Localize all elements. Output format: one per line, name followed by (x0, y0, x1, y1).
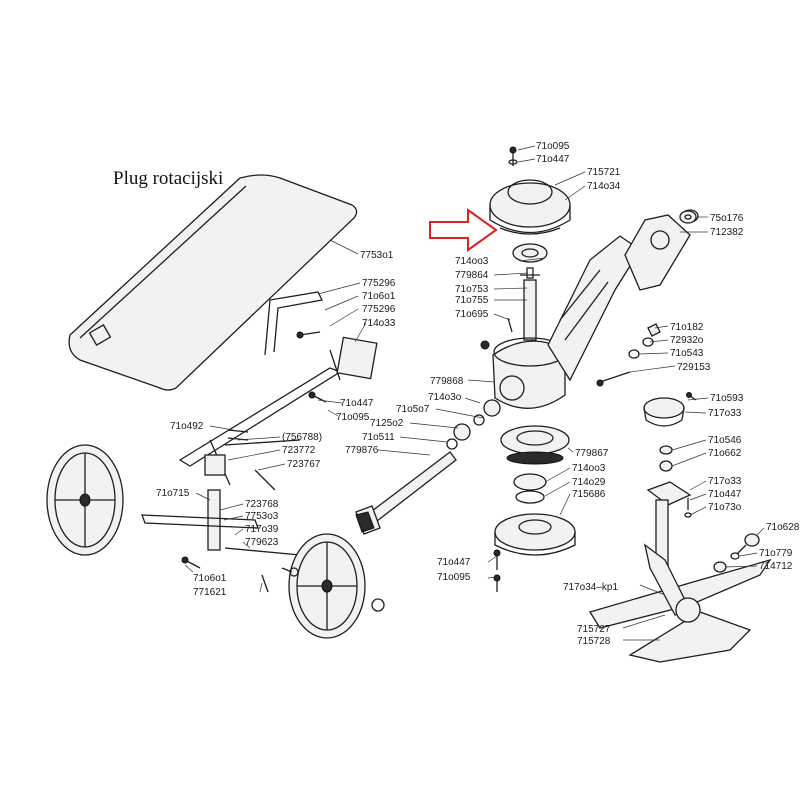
label-729153: 729153 (677, 362, 711, 373)
label-71o715: 71o715 (156, 488, 190, 499)
label-71o755: 71o755 (455, 295, 489, 306)
label-779867: 779867 (575, 448, 609, 459)
label-71o73o: 71o73o (708, 502, 742, 513)
label-712382: 712382 (710, 227, 744, 238)
frame-bars (178, 291, 378, 486)
label-717o39: 717o39 (245, 524, 279, 535)
label-715727: 715727 (577, 624, 611, 635)
label-714712: 714712 (759, 561, 793, 572)
label-723768: 723768 (245, 499, 279, 510)
support-stand (141, 454, 301, 556)
main-frame-arm (547, 209, 699, 382)
label-71o779: 71o779 (759, 548, 793, 559)
right-wheel (288, 533, 385, 639)
blade-assembly (588, 543, 772, 663)
label-779864: 779864 (455, 270, 489, 281)
highlight-arrow (429, 208, 498, 252)
small-parts-right (596, 323, 661, 387)
label-714oo3-a: 714oo3 (455, 256, 489, 267)
bottom-bolts-center (493, 549, 501, 592)
label-71o546: 71o546 (708, 435, 742, 446)
bearing-housing-717o33 (643, 392, 697, 427)
label-775296-a: 775296 (362, 278, 396, 289)
label-71o593: 71o593 (710, 393, 744, 404)
label-7753o1: 7753o1 (360, 250, 394, 261)
label-71o662: 71o662 (708, 448, 742, 459)
label-715728: 715728 (577, 636, 611, 647)
label-71o095-c: 71o095 (437, 572, 471, 583)
label-7753o3: 7753o3 (245, 511, 279, 522)
washer-75o176 (679, 210, 697, 224)
gear-and-bearings-center (494, 425, 576, 556)
label-75o176: 75o176 (710, 213, 744, 224)
small-bolts-left (181, 331, 327, 593)
bolt-71o628 (713, 533, 760, 573)
gearbox-housing (480, 337, 567, 409)
label-71o447-d: 71o447 (437, 557, 471, 568)
label-71o447-a: 71o447 (536, 154, 570, 165)
leader-lines (184, 145, 765, 641)
bearing-housing-top (489, 146, 571, 235)
label-71o492: 71o492 (170, 421, 204, 432)
label-71o447-c: 71o447 (708, 489, 742, 500)
label-717o33-a: 717o33 (708, 408, 742, 419)
label-71o6o1-a: 71o6o1 (362, 291, 396, 302)
label-714o3o: 714o3o (428, 392, 462, 403)
label-71o182: 71o182 (670, 322, 704, 333)
label-71o095-a: 71o095 (536, 141, 570, 152)
label-723772: 723772 (282, 445, 316, 456)
left-wheel (46, 444, 124, 556)
label-71o628: 71o628 (766, 522, 800, 533)
bearing-714oo3-top (512, 243, 548, 263)
label-71o695: 71o695 (455, 309, 489, 320)
diagram-title: Plug rotacijski (113, 168, 223, 189)
label-771621: 771621 (193, 587, 227, 598)
label-714oo3-b: 714oo3 (572, 463, 606, 474)
pto-shaft (355, 451, 457, 535)
label-779868: 779868 (430, 376, 464, 387)
label-71o6o1-b: 71o6o1 (193, 573, 227, 584)
label-7125o2: 7125o2 (370, 418, 404, 429)
label-71o753: 71o753 (455, 284, 489, 295)
washers-714o3o (446, 399, 501, 450)
label-779623: 779623 (245, 537, 279, 548)
label-717o33-b: 717o33 (708, 476, 742, 487)
rotor-shaft-717o39 (646, 481, 692, 571)
label-775296-b: 775296 (362, 304, 396, 315)
label-71o511: 71o511 (362, 432, 395, 443)
label-72932o: 72932o (670, 335, 704, 346)
nut-71o546 (659, 445, 673, 472)
label-756788: (756788) (282, 432, 322, 443)
label-714o34: 714o34 (587, 181, 621, 192)
part-labels: 71o095 71o447 715721 714o34 75o176 71238… (156, 141, 800, 647)
drive-shaft-vertical (507, 267, 540, 341)
label-714o33: 714o33 (362, 318, 396, 329)
label-71o5o7: 71o5o7 (396, 404, 430, 415)
label-715686: 715686 (572, 489, 606, 500)
label-715721: 715721 (587, 167, 621, 178)
label-71o447-b: 71o447 (340, 398, 374, 409)
label-71o095-b: 71o095 (336, 412, 370, 423)
label-779876: 779876 (345, 445, 379, 456)
hood-cover (68, 174, 358, 391)
label-717o34-kp1: 717o34–kp1 (563, 582, 618, 593)
label-71o543: 71o543 (670, 348, 704, 359)
label-714o29: 714o29 (572, 477, 606, 488)
label-723767: 723767 (287, 459, 321, 470)
